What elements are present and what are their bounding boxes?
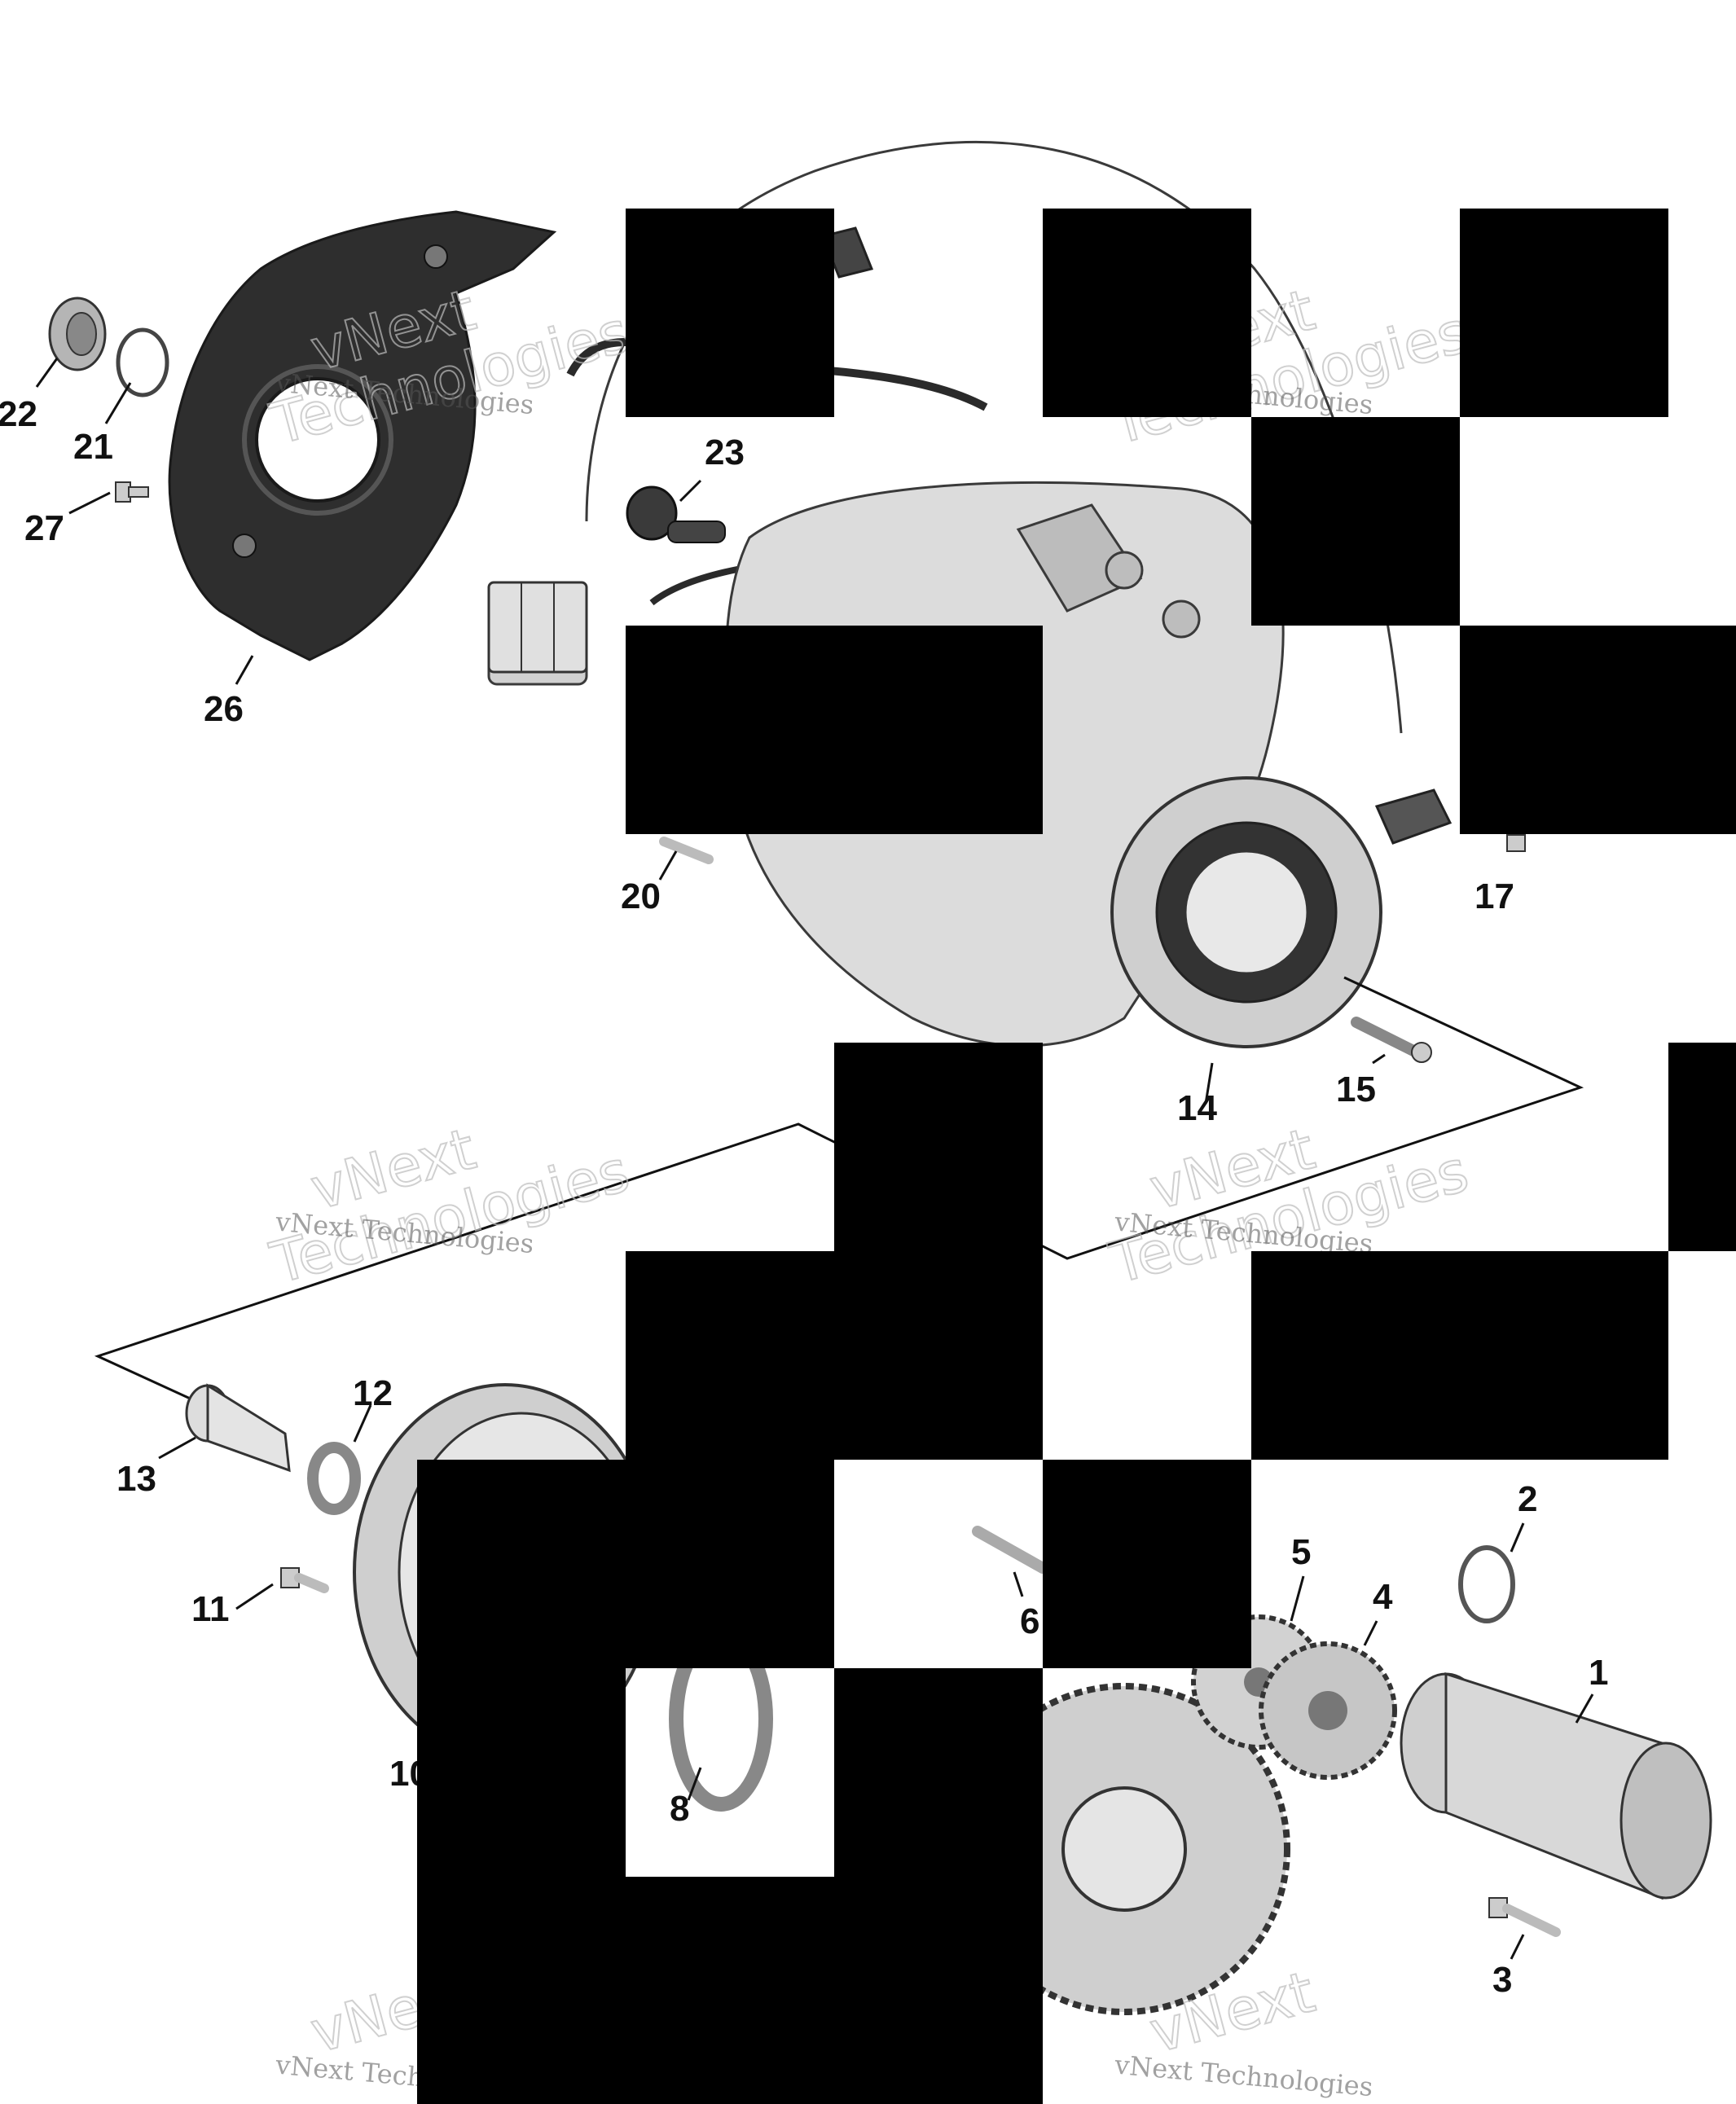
flywheel-cover-26 [168,210,557,661]
shaft-6 [972,1526,1048,1574]
callout-22: 22 [0,394,37,434]
redaction-block [1668,1043,1736,1251]
callout-5: 5 [1291,1532,1311,1572]
callout-4: 4 [1373,1577,1393,1617]
starter-motor-1 [1400,1671,1712,1900]
washer-12 [307,1442,361,1515]
redaction-block [417,1877,1043,2104]
callout-17: 17 [1475,876,1514,916]
sensor-bracket [1374,788,1453,845]
redaction-block [834,1668,1043,1877]
callout-27: 27 [24,508,64,548]
bolt-3 [1488,1897,1561,1937]
redaction-blocks [417,209,1736,2104]
bolt-11 [280,1567,329,1593]
redaction-block [417,1668,626,1877]
callout-14: 14 [1177,1088,1217,1128]
redaction-block [1043,209,1251,417]
callout-12: 12 [353,1373,393,1413]
redaction-block [626,1251,1043,1460]
redaction-block [626,626,1043,834]
callout-6: 6 [1020,1601,1039,1641]
redaction-block [1251,1251,1668,1460]
dowel-pin-20 [659,837,714,864]
flywheel-bolt-13 [185,1383,291,1473]
redaction-block [834,1043,1043,1251]
callout-23: 23 [705,433,745,472]
callout-15: 15 [1336,1070,1376,1109]
redaction-block [1043,1460,1251,1668]
callouts: 22 21 27 26 23 20 17 14 15 13 12 11 2 5 … [0,394,1608,2000]
leader-lines [35,358,1594,1960]
callout-13: 13 [116,1459,156,1499]
redaction-block [1460,209,1668,417]
crank-sensor-23 [626,485,726,543]
harness-plug [487,581,588,674]
idler-gear-4 [1259,1641,1397,1780]
callout-21: 21 [73,427,113,467]
callout-11: 11 [191,1589,230,1629]
bolt-27 [115,481,149,503]
watermark-caption: vNext Technologies [1113,2049,1374,2103]
stator-14 [1110,776,1382,1048]
o-ring-2 [1458,1545,1515,1623]
redaction-block [1251,417,1460,626]
bolt-15 [1351,1017,1432,1063]
redaction-block [626,209,834,417]
callout-20: 20 [621,876,661,916]
redaction-block [417,1460,834,1668]
callout-2: 2 [1518,1479,1537,1519]
callout-3: 3 [1492,1960,1512,2000]
callout-8: 8 [670,1789,689,1829]
bushing-22 [48,296,107,371]
callout-1: 1 [1589,1653,1608,1693]
o-ring-21 [116,327,169,398]
redaction-block [1460,626,1736,834]
screw-17 [1506,834,1526,852]
callout-26: 26 [204,689,244,729]
